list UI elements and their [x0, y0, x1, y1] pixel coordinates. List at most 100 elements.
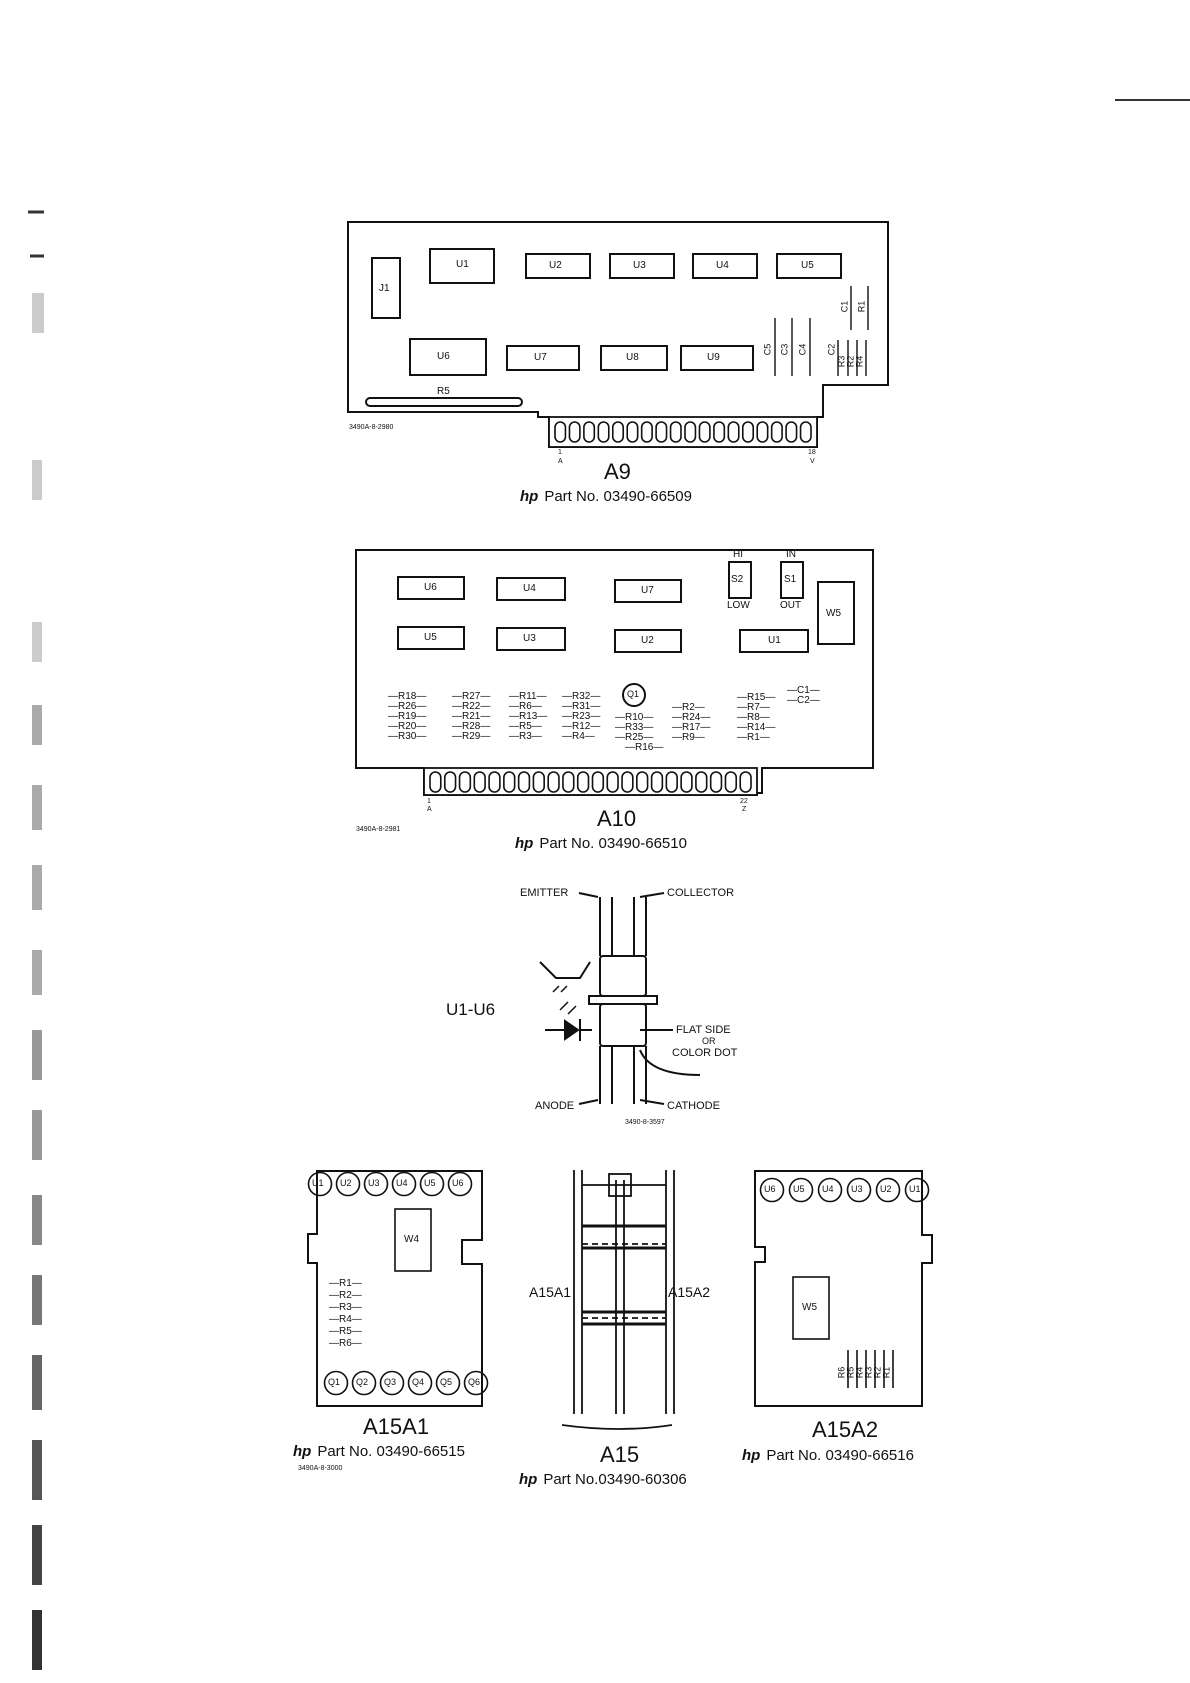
res-label: —R25—	[615, 732, 654, 743]
edge-finger	[473, 771, 486, 793]
a9-r1-label: R1	[856, 300, 867, 313]
a15a2-title: A15A2	[812, 1417, 879, 1442]
a15a2-w5-label: W5	[802, 1302, 817, 1313]
res-label: —R21—	[452, 711, 491, 722]
a10-res-col3: —R11— —R6— —R13— —R5— —R3—	[509, 692, 547, 742]
a10-pin-a-number: 1	[427, 798, 431, 805]
res-label: R1	[881, 1366, 892, 1379]
edge-finger	[583, 421, 596, 443]
a10-res-col6: —R2— —R24— —R17— —R9—	[672, 703, 710, 743]
edge-finger	[443, 771, 457, 793]
pad-circle	[335, 1171, 361, 1197]
a10-drawing-code: 3490A-8-2981	[356, 826, 401, 833]
pad-label: Q6	[468, 1377, 481, 1387]
a10-edge-start: A	[427, 806, 432, 813]
edge-finger	[606, 771, 619, 793]
pad-circle	[875, 1177, 901, 1203]
a9-c5-label: C5	[762, 343, 773, 356]
opto-drawing-code: 3490-8-3597	[625, 1119, 665, 1126]
edge-finger	[756, 421, 769, 443]
a9-pin-a-number: 1	[558, 449, 562, 456]
edge-finger	[568, 421, 581, 443]
a9-chip-u5-label: U5	[801, 260, 814, 271]
edge-finger	[739, 771, 752, 793]
edge-finger	[709, 771, 723, 793]
pad-circle	[447, 1171, 473, 1197]
a9-c3-label: C3	[779, 343, 790, 356]
opto-or-label: OR	[702, 1036, 716, 1046]
pad-label: U1	[312, 1178, 324, 1188]
pad-label: Q3	[384, 1377, 397, 1387]
pad-circle	[817, 1177, 843, 1203]
pad-circle	[391, 1171, 417, 1197]
a15a1-resistors: —R1— —R2— —R3— —R4— —R5— —R6—	[329, 1278, 362, 1350]
pad-label: Q5	[440, 1377, 453, 1387]
pad-circle	[419, 1171, 445, 1197]
pad-circle	[363, 1171, 389, 1197]
res-label: —R20—	[388, 721, 427, 732]
pad-circle	[435, 1370, 461, 1396]
a9-vertical-caps	[774, 286, 869, 376]
edge-finger	[665, 771, 678, 793]
a10-s1-bottom-label: OUT	[780, 600, 802, 611]
pad-label: U2	[340, 1178, 352, 1188]
edge-finger	[621, 771, 634, 793]
a9-drawing-code: 3490A-8-2980	[349, 424, 394, 431]
res-label: —R24—	[672, 712, 711, 723]
a9-chip-u1-label: U1	[456, 259, 469, 270]
edge-finger	[698, 421, 711, 443]
edge-finger	[554, 421, 567, 443]
binding-marks	[28, 99, 1190, 1670]
pad-label: U1	[909, 1184, 921, 1194]
pad-label: U5	[424, 1178, 436, 1188]
a10-res-col4: —R32— —R31— —R23— —R12— —R4—	[562, 692, 600, 742]
edge-finger	[669, 421, 682, 443]
a10-chip-u4-label: U4	[523, 583, 536, 594]
opto-anode-label: ANODE	[535, 1100, 575, 1112]
opto-color-dot-label: COLOR DOT	[672, 1047, 738, 1059]
cap-label: —C2—	[787, 695, 820, 706]
a9-c4-label: C4	[797, 343, 808, 356]
pad-circle	[846, 1177, 872, 1203]
opto-flat-side-label: FLAT SIDE	[676, 1024, 731, 1036]
a10-edge-end: Z	[742, 806, 747, 813]
res-label: —R29—	[452, 731, 491, 742]
a9-j1-label: J1	[379, 283, 390, 294]
opto-diagram	[539, 892, 701, 1105]
a15-assembly	[561, 1170, 675, 1430]
edge-finger	[655, 421, 668, 443]
pad-label: U6	[452, 1178, 464, 1188]
edge-finger	[532, 771, 545, 793]
a9-r4-label: R4	[854, 355, 865, 368]
edge-finger	[785, 421, 798, 443]
a9-chip-u7-label: U7	[534, 352, 547, 363]
edge-finger	[591, 771, 605, 793]
res-label: —R3—	[509, 731, 542, 742]
a9-r5-label: R5	[437, 386, 450, 397]
edge-finger	[429, 771, 442, 793]
edge-finger	[576, 771, 590, 793]
pad-circle	[759, 1177, 785, 1203]
res-label: —R31—	[562, 701, 601, 712]
res-label: —R15—	[737, 692, 776, 703]
pad-circle	[323, 1370, 349, 1396]
res-label: —R23—	[562, 711, 601, 722]
a9-c2-label: C2	[826, 343, 837, 356]
res-label: —R9—	[672, 732, 705, 743]
a15a1-w4-label: W4	[404, 1234, 419, 1245]
a9-chip-u6-label: U6	[437, 351, 450, 362]
pad-circle	[463, 1370, 489, 1396]
edge-finger	[741, 421, 755, 443]
a10-chip-u3-label: U3	[523, 633, 536, 644]
a15a1-drawing-code: 3490A-8-3000	[298, 1465, 343, 1472]
pad-circle	[407, 1370, 433, 1396]
res-label: —R8—	[737, 712, 770, 723]
a15a1-board-outline	[307, 1170, 483, 1407]
res-label: —R28—	[452, 721, 491, 732]
a10-q1-label: Q1	[627, 689, 640, 699]
res-label: —R2—	[672, 702, 705, 713]
a9-title: A9	[604, 459, 631, 484]
res-label: —R5—	[509, 721, 542, 732]
pad-label: Q2	[356, 1377, 369, 1387]
